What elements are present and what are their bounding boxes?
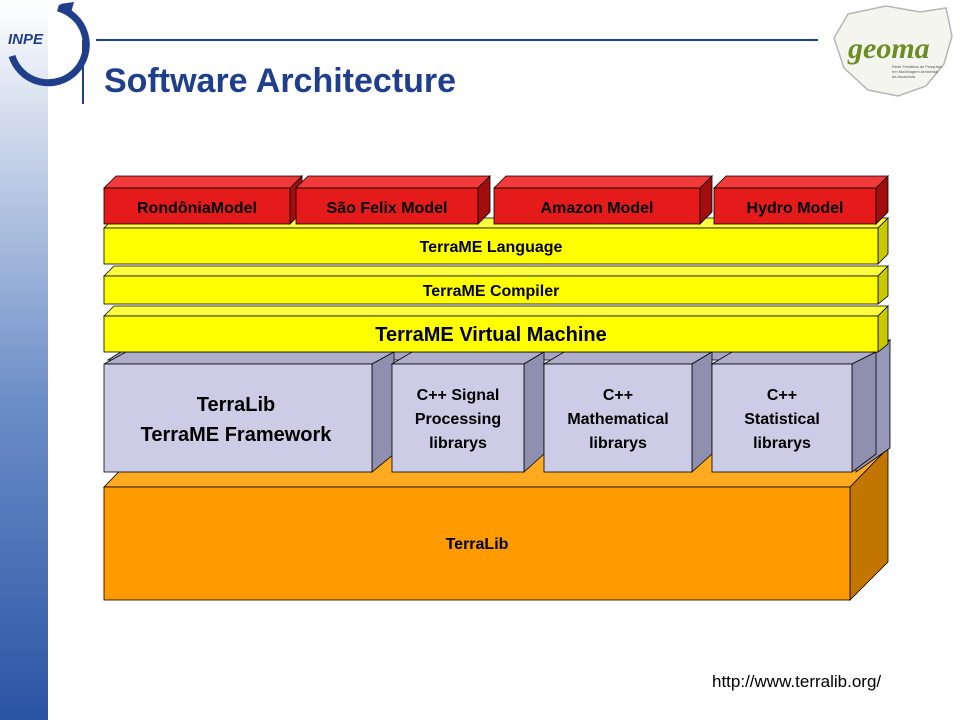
inpe-logo: INPE — [8, 2, 90, 87]
signal-library-block — [390, 351, 546, 473]
language-label: TerraME Language — [420, 239, 563, 256]
math-label-line3: librarys — [589, 435, 647, 452]
stat-library-block — [710, 351, 877, 473]
framework-label-line1: TerraLib — [197, 394, 276, 416]
model-label-hydro: Hydro Model — [747, 200, 844, 217]
framework-block — [103, 351, 395, 473]
signal-label-line2: Processing — [415, 411, 501, 428]
stat-label-line2: Statistical — [744, 411, 820, 428]
compiler-layer — [103, 265, 889, 305]
title-rule-horizontal — [96, 39, 818, 41]
model-box-amazon — [493, 175, 713, 225]
svg-text:em Modelagem Ambiental: em Modelagem Ambiental — [892, 69, 938, 74]
page-title: Software Architecture — [104, 62, 457, 100]
base-label: TerraLib — [446, 536, 509, 553]
left-gradient-bar — [0, 0, 48, 720]
svg-text:Rede Temática de Pesquisa: Rede Temática de Pesquisa — [892, 64, 943, 69]
inpe-logo-text: INPE — [8, 31, 44, 48]
model-box-rondonia — [103, 175, 303, 225]
signal-label-line1: C++ Signal — [417, 387, 500, 404]
stat-label-line3: librarys — [753, 435, 811, 452]
geoma-logo: geoma Rede Temática de Pesquisa em Model… — [833, 5, 953, 97]
model-box-hydro — [713, 175, 889, 225]
model-label-rondonia: RondôniaModel — [137, 200, 257, 217]
model-box-sao-felix — [295, 175, 491, 225]
model-label-amazon: Amazon Model — [541, 200, 654, 217]
signal-label-line3: librarys — [429, 435, 487, 452]
stat-label-line1: C++ — [767, 387, 797, 404]
geoma-logo-text: geoma — [847, 32, 930, 65]
terralib-url[interactable]: http://www.terralib.org/ — [712, 672, 882, 691]
framework-label-line2: TerraME Framework — [141, 424, 333, 446]
math-library-block — [542, 351, 714, 473]
virtual-machine-layer — [103, 305, 889, 353]
model-label-sao-felix: São Felix Model — [327, 200, 448, 217]
math-label-line2: Mathematical — [567, 411, 668, 428]
title-rule-vertical — [82, 40, 84, 104]
compiler-label: TerraME Compiler — [423, 283, 560, 300]
virtual-machine-label: TerraME Virtual Machine — [375, 324, 607, 346]
svg-text:da Amazônia: da Amazônia — [892, 74, 916, 79]
math-label-line1: C++ — [603, 387, 633, 404]
